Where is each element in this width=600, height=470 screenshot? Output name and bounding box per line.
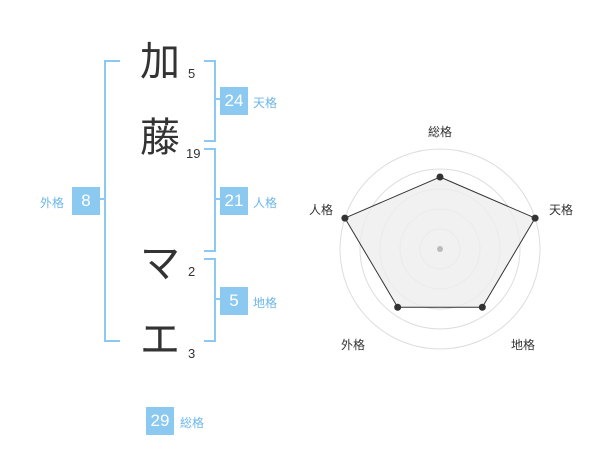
gaikaku-connector [100, 198, 106, 200]
radar-polygon [344, 176, 536, 308]
tenkaku-bracket [204, 60, 216, 142]
jinkaku-bracket [204, 148, 216, 252]
jinkaku-connector [214, 198, 220, 200]
chikaku-badge: 5 [220, 287, 248, 315]
stroke-count-2: 19 [186, 146, 201, 161]
name-char-2: 藤 [140, 115, 180, 161]
radar-point-3 [394, 303, 402, 311]
tenkaku-label: 天格 [253, 96, 278, 110]
radar-label-jinkaku: 人格 [309, 203, 334, 217]
chikaku-label: 地格 [253, 296, 278, 310]
radar-label-tenkaku: 天格 [549, 203, 574, 217]
radar-label-chikaku: 地格 [511, 338, 536, 352]
radar-point-0 [436, 173, 444, 181]
radar-point-2 [478, 303, 486, 311]
tenkaku-connector [214, 98, 220, 100]
gaikaku-bracket [104, 60, 120, 342]
stroke-count-1: 5 [188, 66, 196, 81]
name-char-4: エ [140, 317, 180, 363]
stroke-count-3: 2 [188, 264, 196, 279]
radar-center-dot [437, 246, 443, 252]
tenkaku-badge: 24 [220, 87, 248, 115]
name-char-1: 加 [140, 39, 180, 85]
radar-chart [339, 148, 541, 350]
stroke-count-4: 3 [188, 346, 196, 361]
radar-label-soukaku: 総格 [428, 125, 453, 139]
name-char-3: マ [140, 241, 180, 287]
radar-points [341, 173, 539, 311]
gaikaku-badge: 8 [72, 187, 100, 215]
jinkaku-label: 人格 [253, 196, 278, 210]
radar-ring [359, 168, 521, 330]
radar-label-gaikaku: 外格 [341, 338, 366, 352]
chikaku-bracket [204, 258, 216, 342]
gaikaku-label: 外格 [40, 196, 65, 210]
soukaku-badge: 29 [146, 407, 174, 435]
radar-point-1 [531, 214, 539, 222]
radar-point-4 [341, 214, 349, 222]
jinkaku-badge: 21 [220, 187, 248, 215]
soukaku-label: 総格 [180, 416, 205, 430]
chikaku-connector [214, 298, 220, 300]
